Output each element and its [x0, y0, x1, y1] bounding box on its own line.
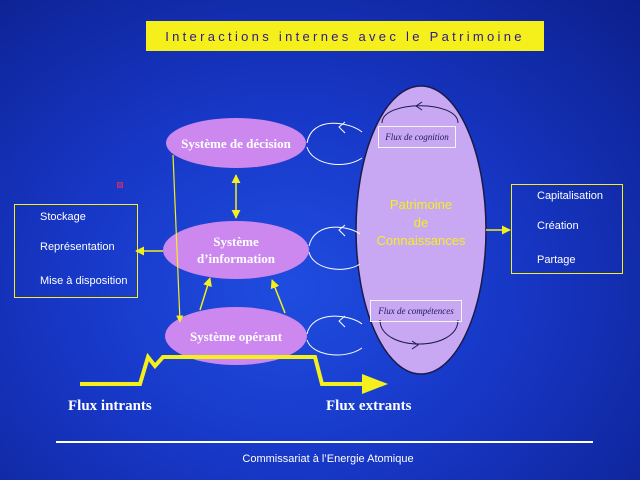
- right-box: [511, 184, 623, 274]
- loop-operant: [306, 315, 363, 335]
- node-decision-text: Système de décision: [181, 135, 291, 151]
- page-title: Interactions internes avec le Patrimoine: [146, 21, 544, 51]
- loop-cognition-arrow: [415, 101, 423, 111]
- node-information-line1: Système: [213, 234, 259, 249]
- right-item-partage: Partage: [537, 254, 576, 266]
- left-item-mise-a-disposition: Mise à disposition: [40, 275, 128, 287]
- arrow-operant-information-right: [270, 279, 286, 314]
- patrimoine-line3: Connaissances: [376, 233, 466, 248]
- loop-information-lower: [308, 251, 361, 270]
- patrimoine-line1: Patrimoine: [389, 197, 453, 212]
- right-item-capitalisation: Capitalisation: [537, 190, 604, 202]
- loop-competences: [379, 319, 459, 345]
- patrimoine-label: Patrimoine de Connaissances: [360, 196, 482, 250]
- node-operant-label: Système opérant: [166, 326, 306, 346]
- node-information-line2: d’information: [197, 251, 275, 266]
- loop-decision-arrow: [338, 121, 346, 134]
- loop-decision-lower: [306, 146, 363, 165]
- left-box: [14, 204, 138, 298]
- information-ellipse: [163, 221, 309, 279]
- flux-extrants-arrowhead: [362, 374, 388, 394]
- decision-ellipse: [166, 118, 306, 168]
- footer-text: Commissariat à l’Energie Atomique: [242, 453, 414, 465]
- arrow-operant-information-left: [199, 277, 212, 311]
- flux-intrants-label: Flux intrants: [68, 398, 152, 414]
- right-item-creation: Création: [537, 220, 579, 232]
- node-decision-label: Système de décision: [166, 133, 306, 153]
- node-information-label: Système d’information: [166, 231, 306, 269]
- arrow-decision-operant: [172, 154, 184, 323]
- loop-information-arrow: [338, 224, 346, 237]
- loop-decision: [306, 122, 363, 144]
- flux-cognition-box: Flux de cognition: [378, 126, 456, 148]
- flux-extrants-label: Flux extrants: [326, 398, 412, 414]
- flux-intrants-line: [80, 352, 236, 386]
- loop-cognition: [381, 105, 459, 124]
- footer-divider: [56, 441, 593, 443]
- flux-extrants-line: [236, 355, 372, 386]
- loop-operant-lower: [306, 339, 363, 356]
- loop-competences-arrow: [411, 340, 419, 350]
- left-item-stockage: Stockage: [40, 211, 86, 223]
- loop-information: [308, 226, 361, 247]
- node-operant-text: Système opérant: [189, 328, 283, 344]
- left-item-representation: Représentation: [40, 241, 115, 253]
- small-square-icon: [117, 182, 123, 188]
- flux-competences-box: Flux de compétences: [370, 300, 462, 322]
- operant-ellipse: [165, 307, 307, 365]
- patrimoine-line2: de: [413, 215, 429, 230]
- loop-operant-arrow: [338, 315, 346, 328]
